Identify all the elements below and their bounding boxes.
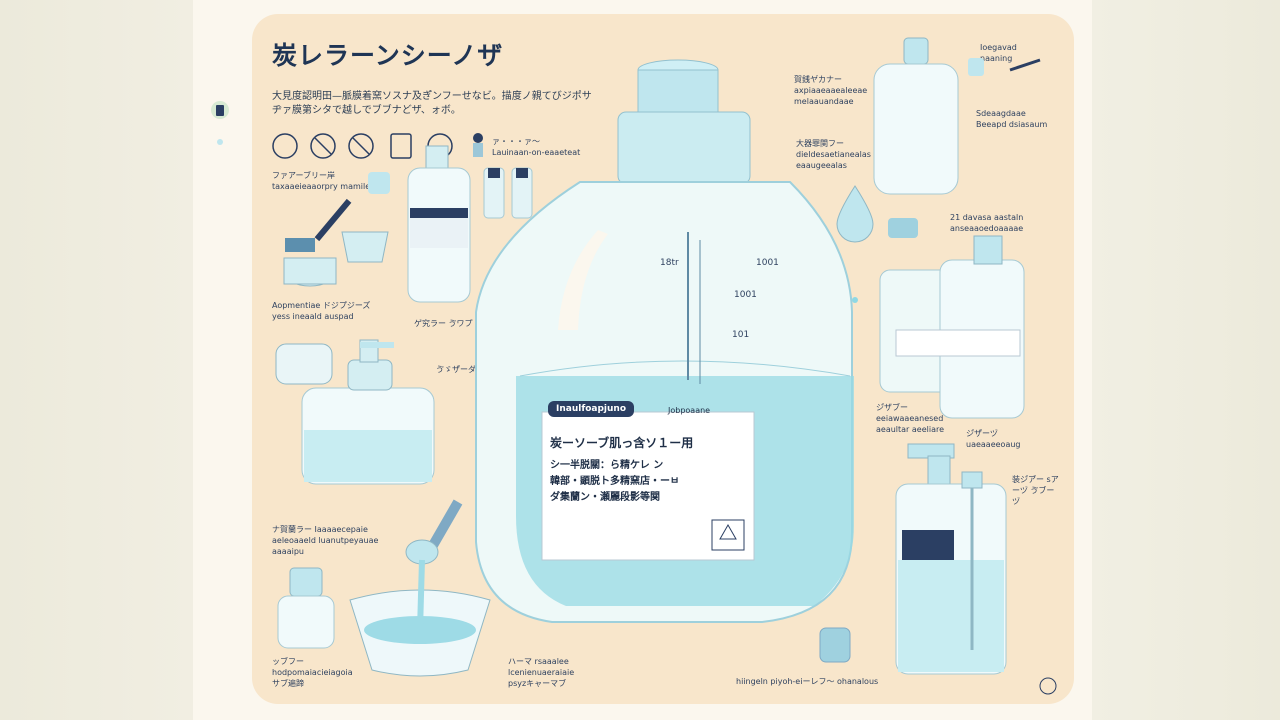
no-bleach-icon — [310, 133, 336, 159]
care-icons-row — [272, 133, 453, 159]
bottle-side-tag: Jobpoaane — [668, 406, 711, 415]
bottle-label-line-2: シ一半脱關：ら精ケレ ン — [550, 460, 664, 471]
brush-icon — [1009, 58, 1041, 72]
spray-bottles — [879, 218, 1025, 419]
note-right-1: 賀銭ヤ゙カナー axpiaaeaaealeeae melaauandaae — [794, 75, 868, 106]
central-jug — [475, 59, 854, 623]
brush-and-cap — [283, 172, 390, 287]
drop-icon — [836, 185, 874, 303]
note-mid-2: ゔゞザ゙ーダ — [436, 365, 476, 374]
page-subtitle: 大見度認明田—脈膜着窯ソスナ及ぎ゙ンフーせなビ。描度ノ親てびジポサヂァ膜第シタで… — [272, 91, 592, 116]
bottle-label-line-1: 炭ーソーブ肌っ含ソ１ー用 — [550, 436, 694, 450]
bottle-label-line-3: 韓部・顕脱ト多精窯店・ーㅂ — [550, 476, 680, 487]
note-right-6: ジ゙ザブー eeiawaaeanesed aeaultar aeeliare — [876, 403, 945, 434]
vials — [483, 167, 533, 219]
bottom-left-bottle — [277, 567, 335, 649]
pump-icon — [473, 133, 483, 157]
measure-mark-1: 18tr — [660, 258, 679, 268]
note-right-8: 装ジ゙ア゙ー sアーヅ ゔブーヅ — [1012, 475, 1059, 506]
device-icon — [216, 105, 224, 116]
no-iron-icon — [348, 133, 374, 159]
note-right-4: Sdeaagdaae Beeapd dsiasaum — [976, 109, 1048, 129]
note-bottom-left-2: ッブフー hodpomaiacieiagoia サブ遍蹄 — [272, 657, 353, 688]
bowl-and-scoop — [349, 499, 491, 677]
pump-container — [275, 339, 435, 485]
pump-bottle-right — [819, 443, 1057, 695]
measure-mark-2: 1001 — [756, 258, 779, 268]
note-right-3: Ioegavad naaning — [980, 43, 1017, 63]
left-margin — [0, 0, 193, 720]
bottle-brand-badge: Inaulfoapjuno — [548, 401, 635, 417]
right-margin — [1092, 0, 1280, 720]
note-right-2: 大器罪関フー dieldesaetianealas eaaugeealas — [796, 139, 871, 170]
note-bottom: ハーマ rsaaalee lcenienuaeraiaie psyzキャーマブ — [508, 657, 575, 688]
note-bottom-left: ナ賀蘭ラー Iaaaaecepaie aeleoaaeld luanutpeya… — [272, 525, 379, 556]
dot-icon — [217, 139, 223, 145]
page-title: 炭レラーンシーノザ — [272, 41, 504, 70]
note-right-7: ジ゙ザ゙ーヅ uaeaaeeoaug — [966, 429, 1021, 449]
note-top-left: ファアーブリー岸 taxaaeieaaorpry mamiledo — [272, 171, 381, 191]
small-bottle-left — [407, 145, 471, 303]
measure-mark-4: 1001 — [734, 290, 757, 300]
shirt-icon — [272, 133, 298, 159]
note-top-1: ァ・・・ァ〜 Lauinaan-on-eaaeteat — [492, 137, 581, 157]
warning-icon — [719, 523, 737, 540]
note-right-5: 21 davasa aastaln anseaaoedoaaaae — [950, 213, 1024, 233]
note-cap: Aopmentiae ドジプジーズ yess ineaald auspad — [272, 301, 371, 321]
measure-mark-3: 101 — [732, 330, 750, 340]
shirt-small-icon — [968, 58, 984, 76]
note-mid-1: ゲ究ラー ゔワプ — [414, 319, 473, 328]
note-bottom-right: hiingeln piyoh-eiーレフ〜 ohanalous — [736, 677, 879, 686]
no-dryclean-icon — [390, 133, 412, 159]
cup-icon — [368, 172, 390, 194]
top-right-bottle — [873, 37, 1041, 195]
bottle-label-line-4: ダ集蘭ン・瀬麗段影等関 — [550, 492, 660, 503]
